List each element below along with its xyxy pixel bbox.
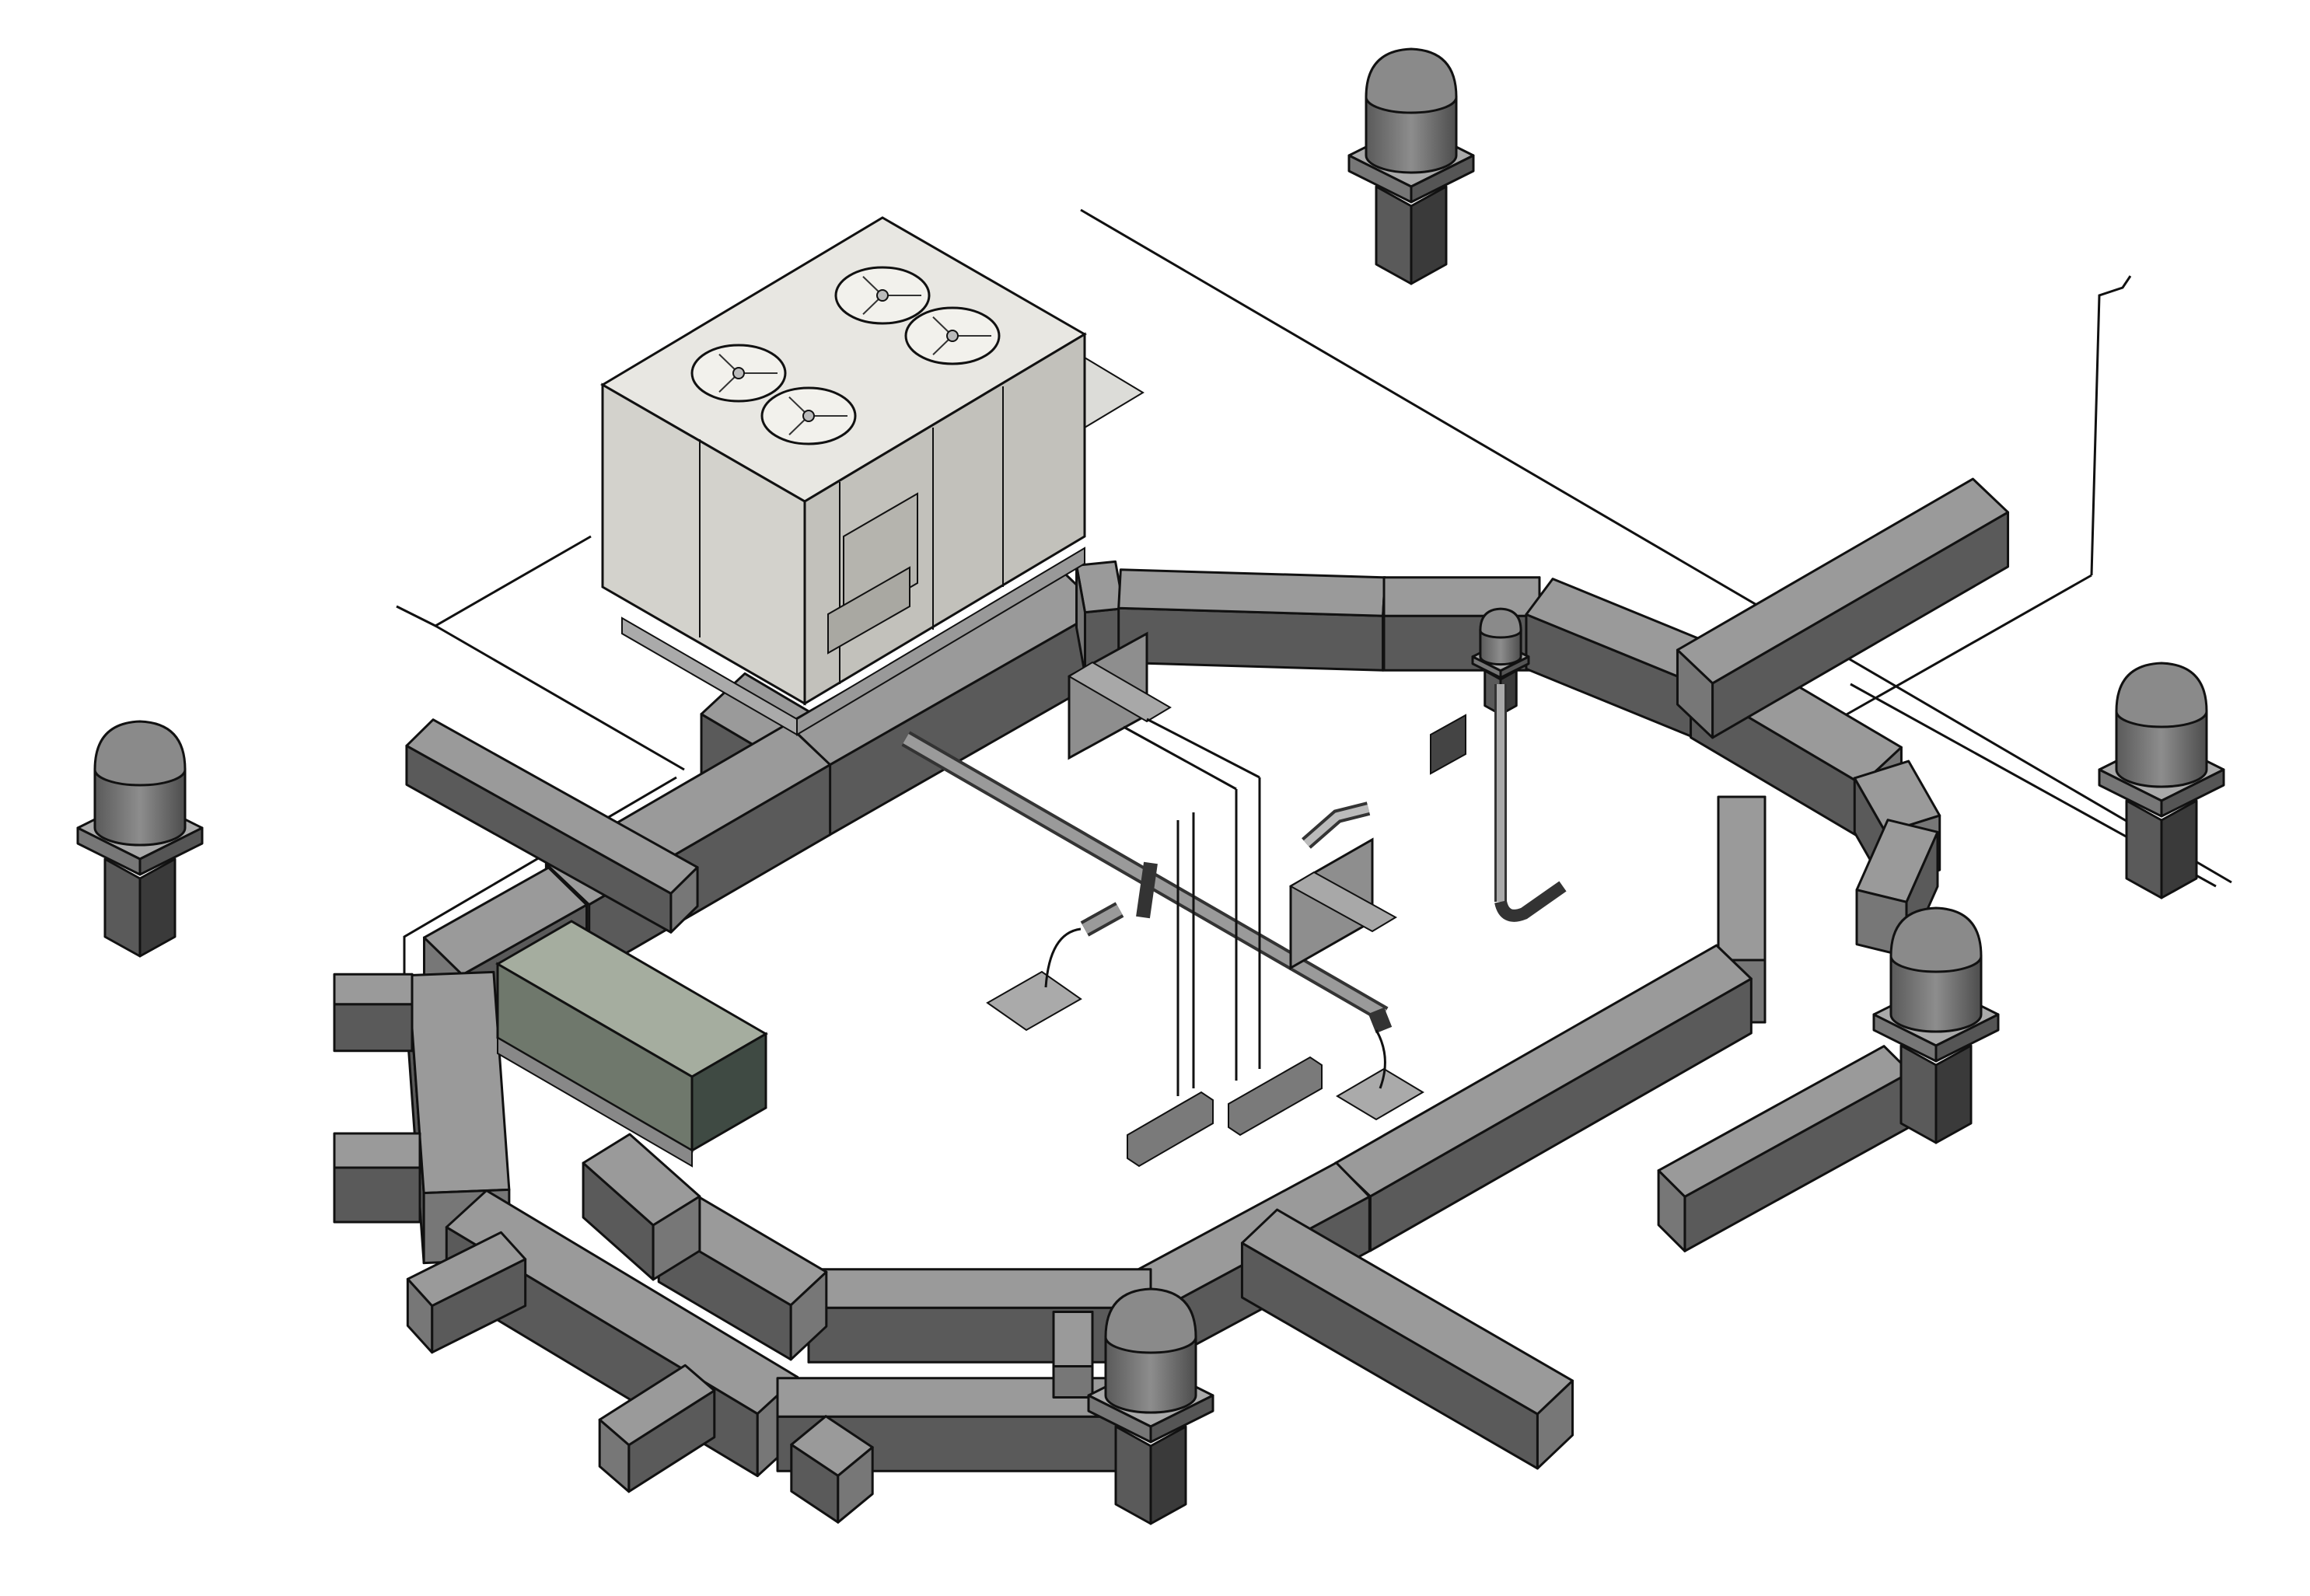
- duct-segment: [1657, 1045, 1912, 1252]
- fan-body: [1365, 96, 1458, 174]
- duct-end: [598, 1418, 631, 1493]
- fan-base-side: [103, 857, 142, 958]
- duct-top: [333, 973, 414, 1006]
- duct-top: [807, 1268, 1152, 1309]
- fan-base-side: [1114, 1425, 1152, 1525]
- fan-body: [1104, 1336, 1197, 1414]
- exhaust-fan: [1087, 1287, 1214, 1525]
- duct-segment: [790, 1415, 874, 1524]
- duct-end: [669, 866, 699, 934]
- duct-top: [1117, 568, 1386, 617]
- rtu-fan-hub: [876, 289, 889, 302]
- fan-base-front: [2160, 799, 2198, 899]
- rooftop-unit: [600, 216, 1145, 736]
- duct-end: [1052, 1365, 1094, 1399]
- duct-top: [1052, 1311, 1094, 1367]
- duct-segment: [807, 1268, 1152, 1364]
- exhaust-fan: [1872, 906, 2000, 1144]
- fan-dome: [2115, 662, 2208, 728]
- fan-curb-front: [1410, 154, 1475, 204]
- duct-side: [807, 1306, 1152, 1364]
- duct-segment: [333, 973, 414, 1053]
- fan-base-front: [1934, 1044, 1973, 1144]
- rtu-fan-hub: [802, 410, 815, 422]
- duct-top: [407, 970, 511, 1195]
- duct-segment: [406, 1231, 527, 1354]
- duct-segment: [333, 1132, 421, 1224]
- exhaust-fan: [76, 720, 204, 958]
- duct-top: [1382, 576, 1541, 617]
- fan-base-front: [1149, 1425, 1187, 1525]
- duct-side: [333, 1003, 414, 1053]
- fan-base-front: [1410, 185, 1448, 285]
- duct-side: [1117, 606, 1385, 672]
- duct-segment: [582, 1133, 701, 1281]
- fan-curb-front: [138, 826, 204, 876]
- fan-body: [93, 768, 187, 847]
- exhaust-fan: [1347, 47, 1475, 285]
- duct-end: [1075, 564, 1086, 676]
- duct-top: [1717, 795, 1767, 962]
- duct-segment: [598, 1364, 716, 1493]
- duct-segment: [1676, 477, 2010, 739]
- equipment-boxes: [986, 631, 1466, 1168]
- fan-dome: [1104, 1287, 1197, 1354]
- fan-curb-front: [1499, 655, 1530, 679]
- fan-curb-front: [1934, 1013, 2000, 1063]
- duct-side: [333, 1166, 421, 1224]
- air-handler-unit: [495, 920, 768, 1168]
- fan-body: [1479, 629, 1522, 666]
- fan-dome: [1479, 607, 1522, 639]
- duct-network: [333, 477, 2010, 1524]
- duct-segment: [405, 718, 699, 934]
- duct-segment: [1052, 1311, 1094, 1399]
- fan-curb-front: [2160, 768, 2225, 818]
- duct-top: [333, 1132, 421, 1169]
- fan-dome: [1889, 906, 1983, 973]
- rtu-fan-hub: [946, 330, 959, 342]
- fan-body: [2115, 710, 2208, 788]
- fan-dome: [93, 720, 187, 787]
- exhaust-fans: [76, 47, 2225, 1525]
- duct-end: [406, 1277, 434, 1354]
- duct-end: [1676, 648, 1714, 739]
- duct-end: [837, 1446, 874, 1524]
- fan-dome: [1365, 47, 1458, 114]
- fan-body: [1889, 955, 1983, 1033]
- rtu-fan-hub: [732, 367, 745, 379]
- duct-end: [789, 1270, 828, 1361]
- fan-base-front: [138, 857, 176, 958]
- fan-curb-front: [1149, 1394, 1214, 1444]
- duct-end: [1657, 1169, 1686, 1252]
- duct-segment: [1240, 1208, 1574, 1470]
- duct-end: [652, 1195, 701, 1281]
- fan-base-side: [1375, 185, 1413, 285]
- central-pipe: [901, 684, 1567, 1034]
- duct-end: [1536, 1379, 1574, 1470]
- fan-base-side: [2125, 799, 2163, 899]
- duct-segment: [1117, 568, 1386, 672]
- exhaust-fan: [2098, 662, 2225, 899]
- rtu-fan-group: [690, 266, 1001, 445]
